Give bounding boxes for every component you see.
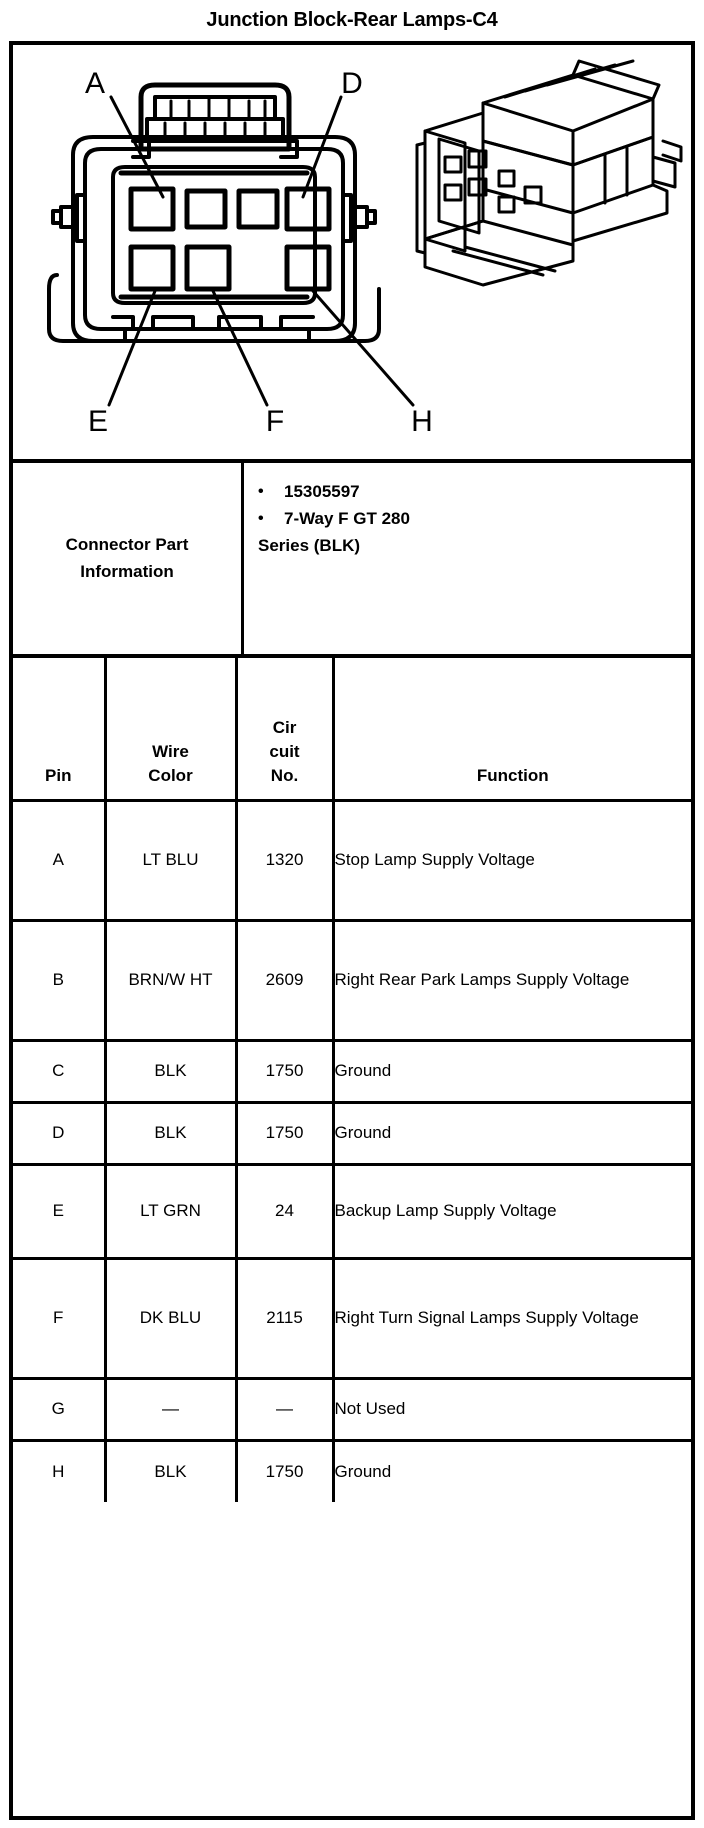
header-pin-text: Pin [45,766,72,786]
header-circuit-line2: cuit [269,742,300,762]
cell-circuit-no: 1750 [236,1440,335,1502]
cpi-label-line1: Connector Part [65,535,189,555]
cell-pin: B [13,920,107,1042]
cell-wire-color: LT GRN [105,1164,238,1260]
cell-wire-color: BRN/W HT [105,920,238,1042]
table-row: B BRN/W HT 2609 Right Rear Park Lamps Su… [13,920,691,1042]
cell-function: Not Used [333,1378,691,1442]
pin-label-f: F [266,405,284,438]
column-header-circuit-no: Cir cuit No. [236,658,335,802]
cell-circuit-no: — [236,1378,335,1442]
pin-label-e: E [88,405,108,438]
connector-part-bullet-2: • 7-Way F GT 280 [258,506,691,533]
document-frame: A D E F H Connector Part Information • 1… [9,41,695,1820]
connector-part-description-continued: Series (BLK) [258,535,361,555]
bullet-glyph: • [258,483,264,500]
cell-pin: D [13,1102,107,1166]
cell-pin: G [13,1378,107,1442]
cell-wire-color: DK BLU [105,1258,238,1380]
column-header-pin: Pin [13,658,107,802]
pin-label-a: A [85,67,105,100]
cell-function: Ground [333,1040,691,1104]
cell-wire-color: — [105,1378,238,1442]
cell-function: Ground [333,1102,691,1166]
table-row: G — — Not Used [13,1378,691,1442]
table-row: E LT GRN 24 Backup Lamp Supply Voltage [13,1164,691,1260]
cell-pin: F [13,1258,107,1380]
cell-wire-color: BLK [105,1102,238,1166]
page-title: Junction Block-Rear Lamps-C4 [206,9,498,31]
cell-circuit-no: 1320 [236,800,335,922]
header-circuit-line3: No. [270,766,299,786]
header-circuit-line1: Cir [272,718,297,738]
cell-function: Right Turn Signal Lamps Supply Voltage [333,1258,691,1380]
cell-function: Right Rear Park Lamps Supply Voltage [333,920,691,1042]
cell-circuit-no: 1750 [236,1040,335,1104]
pin-label-d: D [341,67,363,100]
connector-part-information-value: • 15305597 • 7-Way F GT 280 Series (BLK) [244,463,691,654]
table-header-row: Pin Wire Color Cir cuit No. Function [13,658,691,802]
table-row: H BLK 1750 Ground [13,1440,691,1502]
header-function-text: Function [476,766,549,786]
cell-circuit-no: 1750 [236,1102,335,1166]
header-wire-line2: Color [148,766,193,786]
cell-pin: C [13,1040,107,1104]
cell-function: Ground [334,1462,392,1482]
cell-wire-color: LT BLU [105,800,238,922]
column-header-wire-color: Wire Color [105,658,238,802]
cell-wire-color: BLK [105,1040,238,1104]
cell-circuit-no: 2115 [236,1258,335,1380]
cell-function: Backup Lamp Supply Voltage [333,1164,691,1260]
connector-part-information-row: Connector Part Information • 15305597 • … [13,463,691,658]
table-row: C BLK 1750 Ground [13,1040,691,1104]
pin-label-h: H [411,405,433,438]
table-row: A LT BLU 1320 Stop Lamp Supply Voltage [13,800,691,922]
pin-table-body: A LT BLU 1320 Stop Lamp Supply Voltage B… [13,800,691,1502]
connector-face-diagram: A D E F H [47,59,683,438]
cell-function: Stop Lamp Supply Voltage [333,800,691,922]
cell-pin: E [13,1164,107,1260]
cell-wire-color: BLK [105,1440,238,1502]
connector-part-bullet-1: • 15305597 [258,479,691,506]
connector-part-description: 7-Way F GT 280 [284,508,410,528]
column-header-function: Function [333,658,691,802]
connector-part-number: 15305597 [284,482,360,501]
bullet-glyph: • [258,509,264,527]
header-wire-line1: Wire [152,742,189,762]
cell-circuit-no: 2609 [236,920,335,1042]
cell-pin: H [13,1440,107,1502]
table-row: F DK BLU 2115 Right Turn Signal Lamps Su… [13,1258,691,1380]
cell-pin: A [13,800,107,922]
connector-illustration-panel: A D E F H [13,45,691,463]
connector-part-information-label: Connector Part Information [13,463,244,654]
table-row: D BLK 1750 Ground [13,1102,691,1166]
cpi-label-line2: Information [80,561,174,581]
cell-circuit-no: 24 [236,1164,335,1260]
pin-assignment-table: Pin Wire Color Cir cuit No. Function A [13,658,691,1502]
